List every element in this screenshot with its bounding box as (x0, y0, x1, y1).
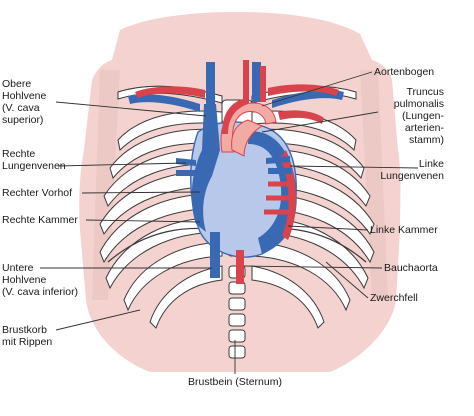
label-rechte-kammer: Rechte Kammer (2, 214, 78, 226)
label-rechter-vorhof: Rechter Vorhof (2, 187, 73, 199)
leader-rechte-kammer (85, 219, 201, 223)
leader-linke-lungenvenen (289, 165, 419, 169)
label-truncus: Truncus pulmonalis (Lungen- arterien- st… (393, 86, 444, 146)
label-linke-lungenvenen: Linke Lungenvenen (380, 158, 444, 182)
heart (176, 98, 324, 284)
label-untere-hohlvene: Untere Hohlvene (V. cava inferior) (2, 262, 79, 298)
leader-truncus (261, 111, 379, 133)
leader-bauchaorta (243, 265, 383, 269)
label-rechte-lungenvenen: Rechte Lungenvenen (2, 148, 66, 172)
leader-aortenbogen (261, 71, 373, 107)
label-obere-hohlvene: Obere Hohlvene (V. cava superior) (2, 78, 47, 126)
label-linke-kammer: Linke Kammer (370, 224, 438, 236)
label-bauchaorta: Bauchaorta (384, 262, 438, 274)
label-brustbein: Brustbein (Sternum) (188, 376, 282, 388)
leader-zwerchfell (325, 261, 369, 299)
leader-rechter-vorhof (81, 191, 201, 194)
leader-brustkorb (55, 309, 141, 331)
leader-lines (40, 71, 419, 374)
leader-linke-kammer (287, 225, 369, 231)
torso-shade (92, 70, 120, 300)
torso-shade-right (360, 70, 388, 300)
label-zwerchfell: Zwerchfell (370, 292, 418, 304)
label-brustkorb: Brustkorb mit Rippen (2, 324, 53, 348)
label-aortenbogen: Aortenbogen (374, 66, 435, 78)
leader-obere-hohlvene (55, 101, 207, 117)
leader-rechte-lungenvenen (57, 162, 187, 167)
